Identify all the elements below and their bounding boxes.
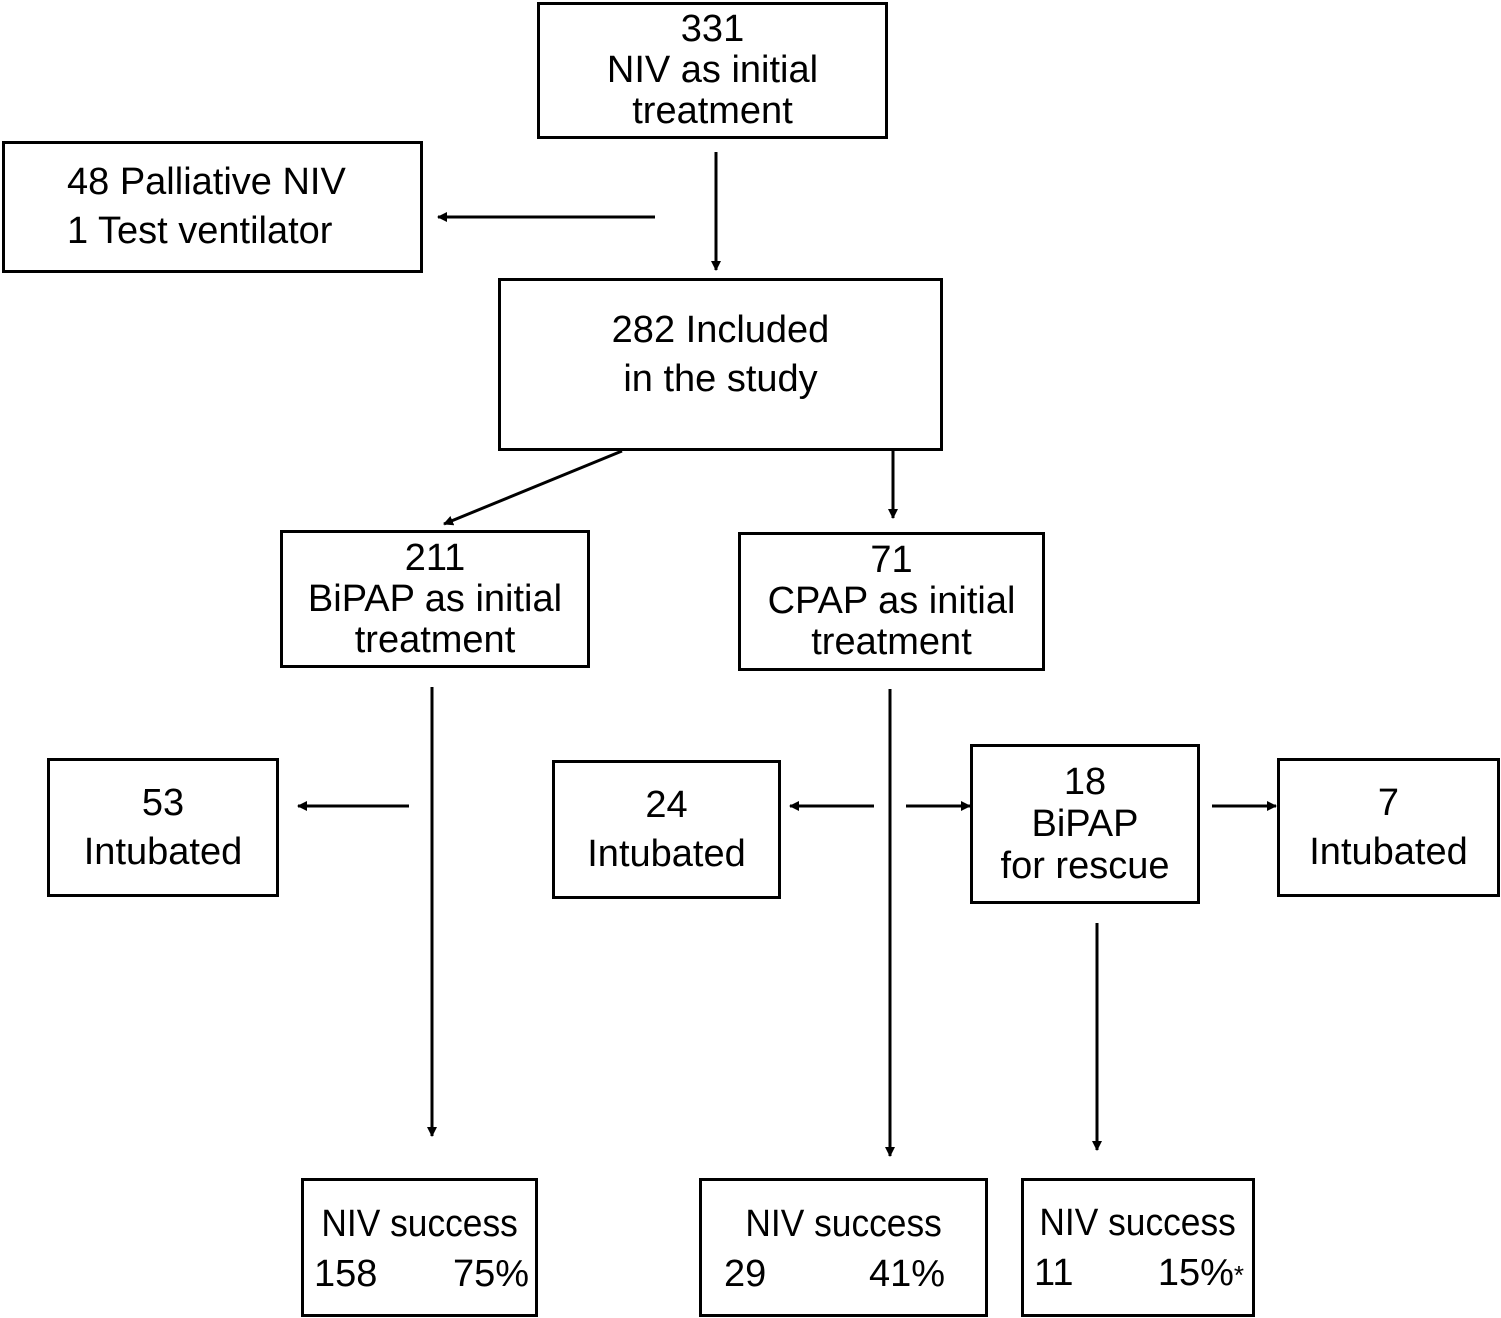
cpap-intubated-count: 24 <box>645 783 688 826</box>
bipap-count: 211 <box>404 536 466 579</box>
bipap-success-pct: 75% <box>452 1252 529 1295</box>
bipap-success-node: NIV success 158 75% <box>301 1178 538 1317</box>
rescue-label: BiPAP <box>1031 803 1139 845</box>
rescue-success-row: 11 15%* <box>1024 1248 1252 1300</box>
cpap-success-count: 29 <box>724 1252 767 1295</box>
cpap-success-node: NIV success 29 41% <box>699 1178 988 1317</box>
cpap-count: 71 <box>870 539 913 581</box>
rescue-label-2: for rescue <box>1000 845 1170 887</box>
bipap-success-count: 158 <box>314 1252 378 1295</box>
initial-label: NIV as initial <box>606 49 819 91</box>
cpap-label-2: treatment <box>811 621 972 663</box>
rescue-success-pct: 15% <box>1157 1251 1234 1294</box>
included-node: 282 Included in the study <box>498 278 943 451</box>
initial-label-2: treatment <box>632 90 793 132</box>
cpap-success-row: 29 41% <box>702 1249 985 1299</box>
bipap-intubated-node: 53 Intubated <box>47 758 279 897</box>
rescue-success-count: 11 <box>1034 1251 1074 1294</box>
cpap-success-pct: 41% <box>868 1252 945 1295</box>
rescue-intubated-count: 7 <box>1377 781 1400 824</box>
rescue-success-title: NIV success <box>1039 1201 1237 1244</box>
bipap-success-row: 158 75% <box>304 1249 535 1299</box>
bipap-intubated-label: Intubated <box>83 830 243 873</box>
cpap-label: CPAP as initial <box>767 580 1016 622</box>
rescue-count: 18 <box>1063 761 1107 803</box>
included-count: 282 Included <box>611 308 830 351</box>
included-label: in the study <box>623 357 818 400</box>
excluded-palliative: 48 Palliative NIV <box>67 161 346 203</box>
rescue-node: 18 BiPAP for rescue <box>970 744 1200 904</box>
excluded-test-ventilator: 1 Test ventilator <box>67 210 333 252</box>
bipap-label: BiPAP as initial <box>307 577 563 620</box>
cpap-node: 71 CPAP as initial treatment <box>738 532 1045 671</box>
rescue-intubated-label: Intubated <box>1309 830 1468 873</box>
arrow-included-to-bipap <box>443 449 623 526</box>
excluded-node: 48 Palliative NIV 1 Test ventilator <box>2 141 423 273</box>
rescue-success-node: NIV success 11 15%* <box>1021 1178 1255 1317</box>
bipap-intubated-count: 53 <box>141 781 185 824</box>
rescue-intubated-node: 7 Intubated <box>1277 758 1500 897</box>
bipap-label-2: treatment <box>354 618 516 661</box>
rescue-success-pct-wrap: 15%* <box>1158 1248 1244 1300</box>
initial-node: 331 NIV as initial treatment <box>537 2 888 139</box>
rescue-success-note: * <box>1233 1259 1244 1290</box>
cpap-intubated-label: Intubated <box>587 832 746 875</box>
cpap-success-title: NIV success <box>745 1202 942 1245</box>
initial-count: 331 <box>680 8 745 50</box>
bipap-node: 211 BiPAP as initial treatment <box>280 530 590 668</box>
cpap-intubated-node: 24 Intubated <box>552 760 781 899</box>
bipap-success-title: NIV success <box>321 1202 518 1245</box>
